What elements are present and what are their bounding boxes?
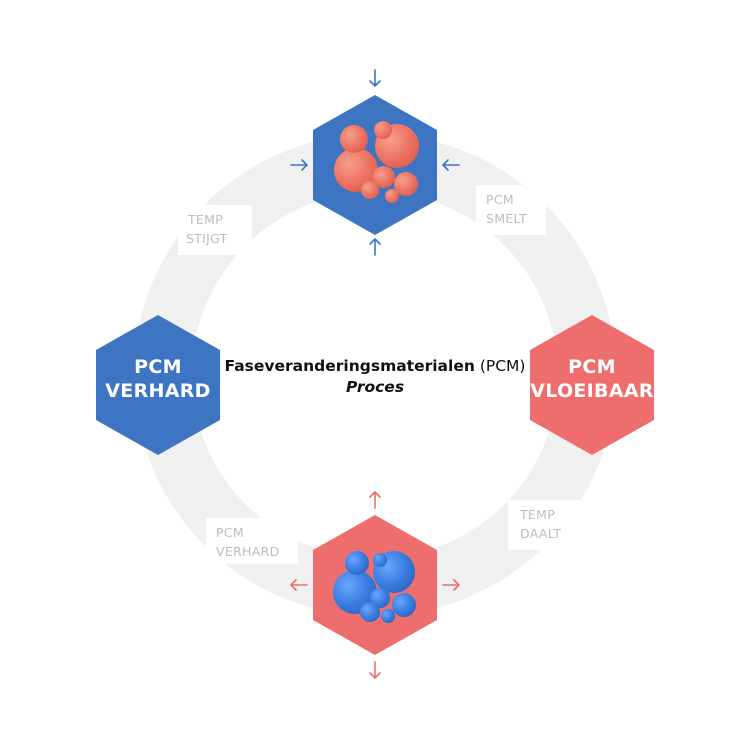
hex-top-melting (313, 95, 437, 235)
label-notch-top-right (476, 185, 546, 235)
label-notch-top-left (178, 205, 252, 255)
label-pcm-verhard-line1: PCM (216, 525, 244, 540)
label-temp-daalt-line2: DAALT (520, 526, 561, 541)
label-pcm-smelt-line2: SMELT (486, 211, 527, 226)
label-temp-stijgt-line2: STIJGT (186, 231, 228, 246)
label-temp-stijgt-line1: TEMP (187, 212, 223, 227)
molecule-cluster-icon (333, 551, 416, 623)
diagram-title: Faseveranderingsmaterialen (PCM) Proces (175, 356, 575, 398)
hex-left-line1: PCM (134, 356, 182, 378)
title-main: Faseveranderingsmaterialen (224, 357, 475, 375)
title-subtitle: Proces (345, 378, 405, 396)
label-temp-daalt-line1: TEMP (519, 507, 555, 522)
arrow-inward-icon (290, 69, 460, 256)
label-notch-bottom-left (206, 518, 298, 564)
label-pcm-smelt-line1: PCM (486, 192, 514, 207)
hex-bottom-solidifying (313, 515, 437, 655)
molecule-cluster-icon (334, 121, 419, 203)
hex-right-line2: VLOEIBAAR (530, 380, 654, 402)
hex-left-solid: PCM VERHARD (96, 315, 220, 455)
label-notches (178, 185, 580, 564)
arrow-outward-icon (290, 491, 460, 679)
label-notch-bottom-right (508, 500, 580, 550)
hex-right-line1: PCM (568, 356, 616, 378)
hex-left-line2: VERHARD (105, 380, 210, 402)
label-pcm-verhard-line2: VERHARD (216, 544, 280, 559)
hex-right-liquid: PCM VLOEIBAAR (530, 315, 654, 455)
title-suffix: (PCM) (479, 357, 526, 375)
